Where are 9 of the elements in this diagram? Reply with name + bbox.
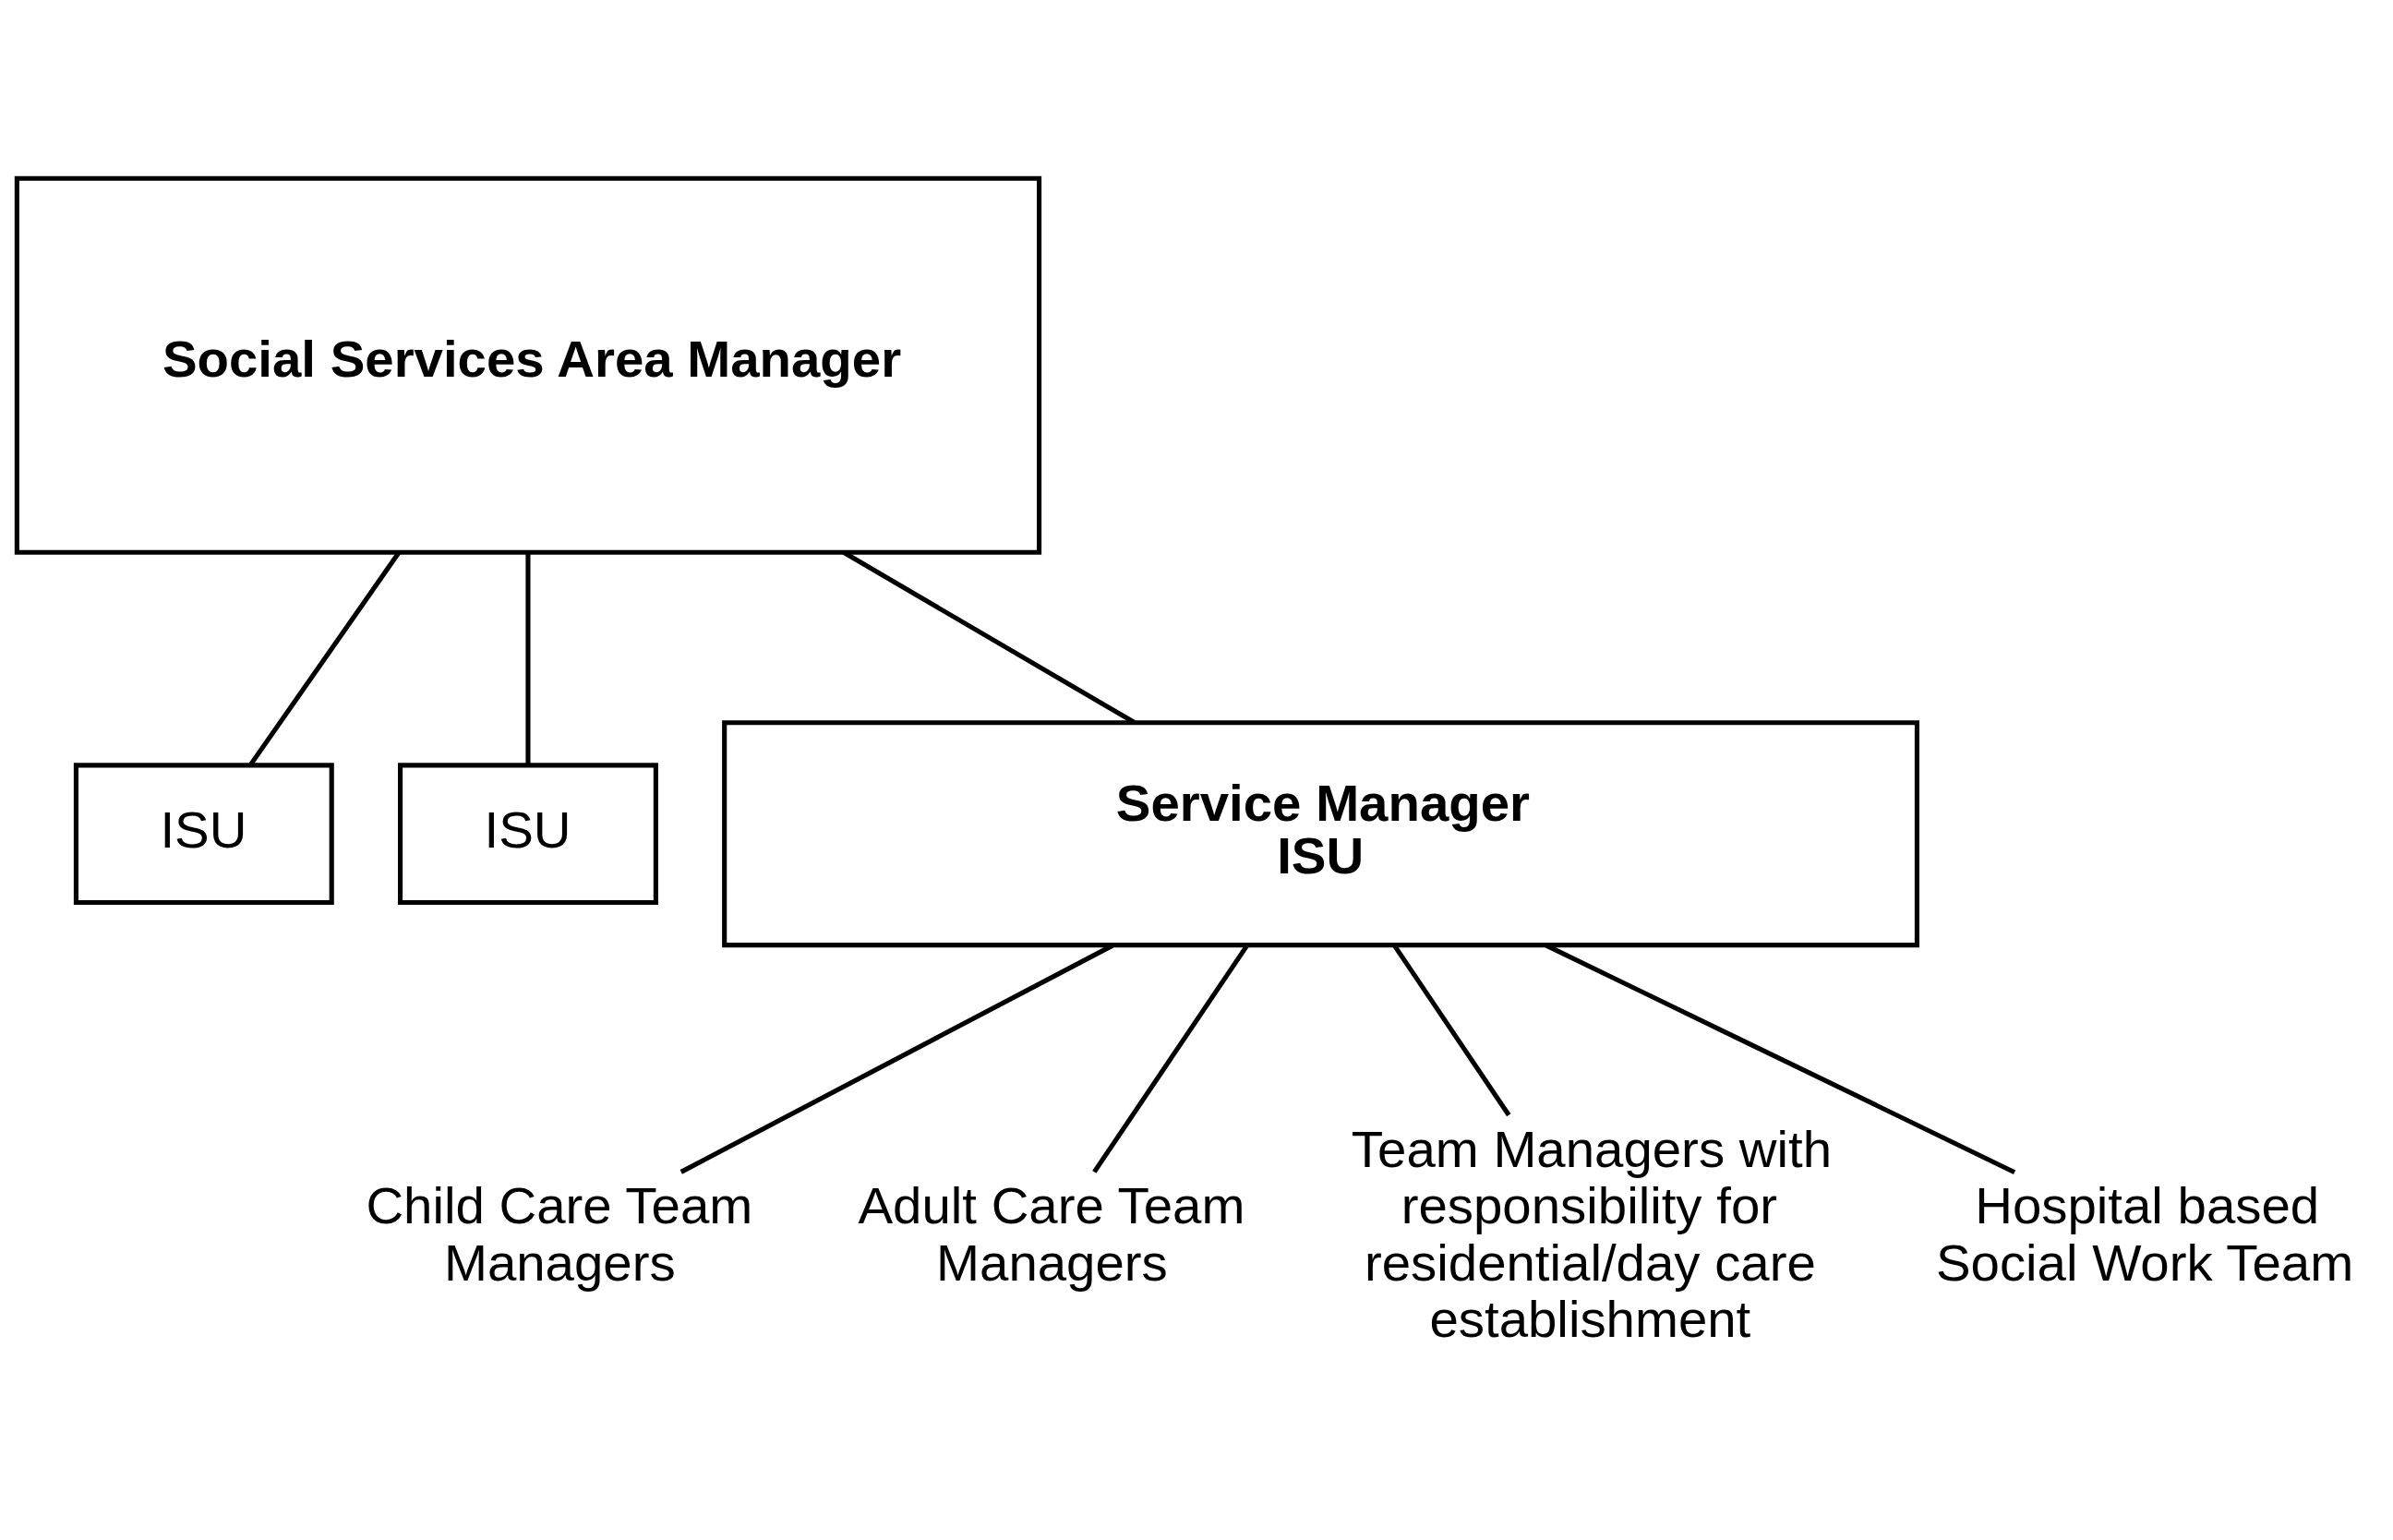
- node-text: Adult Care Team Managers: [858, 1176, 1245, 1292]
- node-box: Social Services Area Manager: [14, 175, 1042, 555]
- connector: [525, 552, 531, 764]
- node-box: ISU: [398, 763, 658, 906]
- node-text: Child Care Team Managers: [366, 1176, 753, 1292]
- node-text: Hospital based Social Work Team: [1935, 1176, 2354, 1292]
- node-box: ISU: [73, 763, 334, 906]
- node-box: Service Manager ISU: [722, 720, 1919, 948]
- node-text: Team Managers with responsibility for residential/day care establishment: [1351, 1119, 1832, 1349]
